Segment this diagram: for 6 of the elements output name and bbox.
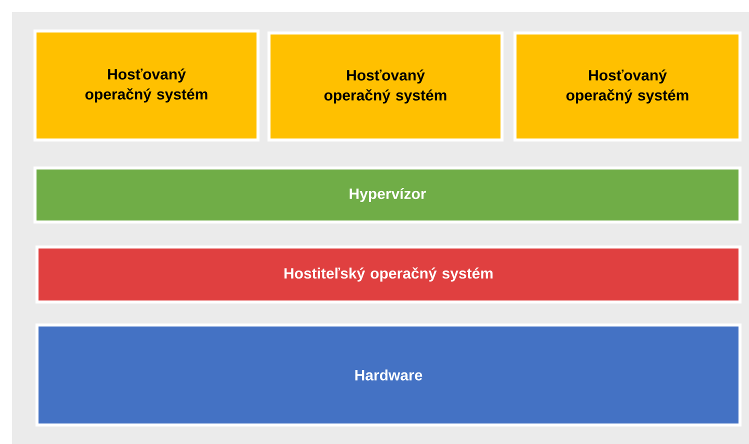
layer-box: Hosťovaný operačný systém [268,32,504,142]
layer-box: Hardware [36,323,742,426]
layer-box: Hypervízor [34,166,742,224]
layer-box: Hosťovaný operačný systém [34,30,260,142]
layer-box: Hosťovaný operačný systém [514,32,742,142]
layer-box: Hostiteľský operačný systém [36,246,742,304]
